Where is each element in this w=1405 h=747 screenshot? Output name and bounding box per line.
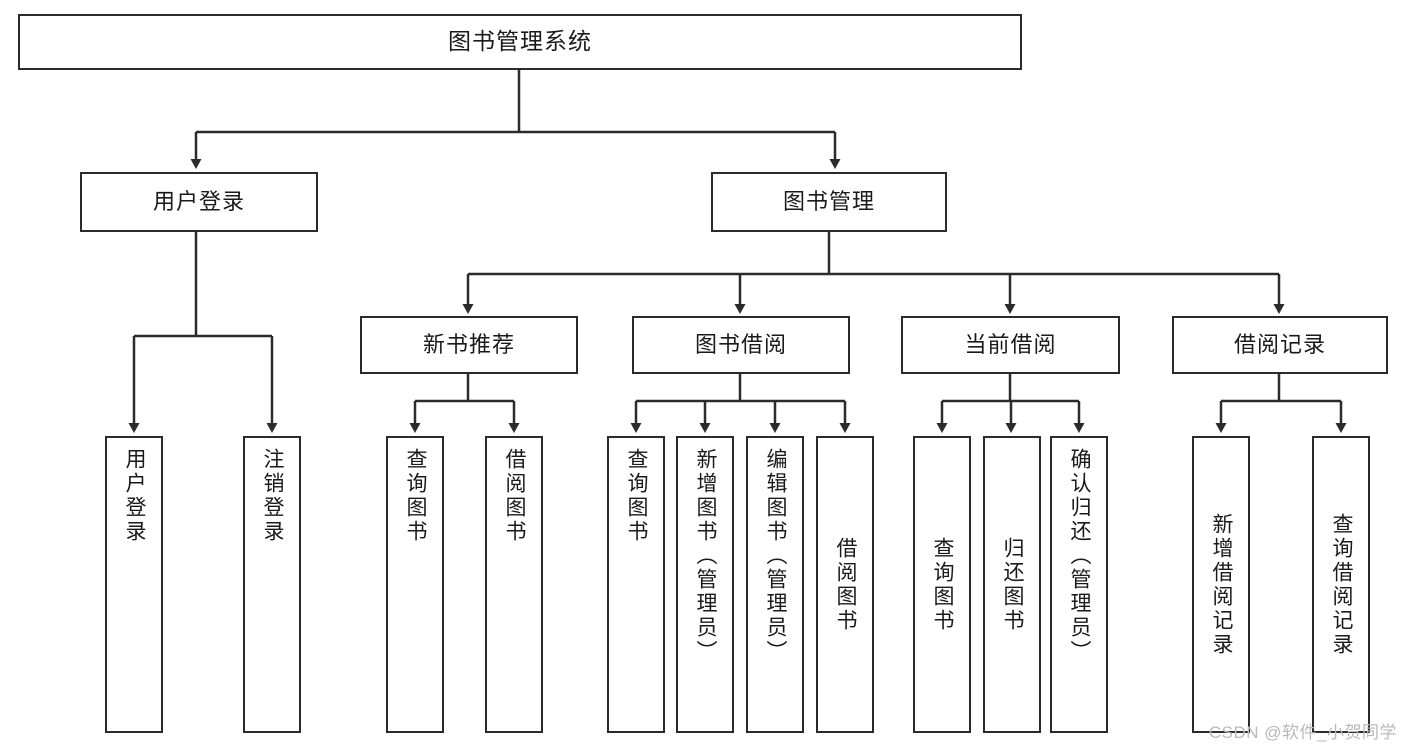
watermark-text: CSDN @软件_小贺同学 bbox=[1208, 723, 1397, 742]
leaf-borrow-record-add-record[interactable]: 新增借阅记录 bbox=[1192, 436, 1250, 733]
leaf-new-book-borrow-book[interactable]: 借阅图书 bbox=[485, 436, 543, 733]
node-new-book-recommend[interactable]: 新书推荐 bbox=[360, 316, 578, 374]
node-current-borrow[interactable]: 当前借阅 bbox=[901, 316, 1120, 374]
node-label: 图书管理 bbox=[782, 188, 875, 214]
node-book-borrow[interactable]: 图书借阅 bbox=[632, 316, 850, 374]
node-label: 用户登录 bbox=[123, 448, 147, 544]
leaf-book-borrow-add-book-admin[interactable]: 新增图书（管理员） bbox=[676, 436, 734, 733]
node-label: 图书管理系统 bbox=[448, 28, 592, 55]
leaf-book-borrow-edit-book-admin[interactable]: 编辑图书（管理员） bbox=[746, 436, 804, 733]
node-label: 图书借阅 bbox=[694, 331, 787, 357]
node-label: 当前借阅 bbox=[964, 331, 1057, 357]
node-label: 新增图书（管理员） bbox=[694, 448, 718, 664]
node-label: 归还图书 bbox=[1001, 536, 1025, 633]
node-user-login[interactable]: 用户登录 bbox=[80, 172, 318, 232]
node-label: 查询图书 bbox=[931, 536, 955, 633]
leaf-user-login-logout[interactable]: 注销登录 bbox=[243, 436, 301, 733]
leaf-current-borrow-return-book[interactable]: 归还图书 bbox=[983, 436, 1041, 733]
node-label: 新书推荐 bbox=[422, 331, 515, 357]
leaf-book-borrow-borrow-book[interactable]: 借阅图书 bbox=[816, 436, 874, 733]
node-root-book-management-system[interactable]: 图书管理系统 bbox=[18, 14, 1022, 70]
node-label: 注销登录 bbox=[261, 448, 285, 544]
node-book-management[interactable]: 图书管理 bbox=[711, 172, 947, 232]
node-borrow-record[interactable]: 借阅记录 bbox=[1172, 316, 1388, 374]
leaf-current-borrow-query-book[interactable]: 查询图书 bbox=[913, 436, 971, 733]
node-label: 新增借阅记录 bbox=[1210, 512, 1234, 657]
node-label: 用户登录 bbox=[152, 188, 245, 214]
leaf-book-borrow-query-book[interactable]: 查询图书 bbox=[607, 436, 665, 733]
leaf-current-borrow-confirm-return-admin[interactable]: 确认归还（管理员） bbox=[1050, 436, 1108, 733]
leaf-new-book-query-book[interactable]: 查询图书 bbox=[386, 436, 444, 733]
node-label: 借阅记录 bbox=[1233, 331, 1326, 357]
node-label: 查询图书 bbox=[625, 448, 649, 544]
node-label: 查询借阅记录 bbox=[1330, 512, 1354, 657]
node-label: 借阅图书 bbox=[834, 536, 858, 633]
leaf-user-login-login[interactable]: 用户登录 bbox=[105, 436, 163, 733]
node-label: 编辑图书（管理员） bbox=[764, 448, 788, 664]
node-label: 借阅图书 bbox=[503, 448, 527, 544]
node-label: 确认归还（管理员） bbox=[1068, 448, 1092, 664]
leaf-borrow-record-query-record[interactable]: 查询借阅记录 bbox=[1312, 436, 1370, 733]
node-label: 查询图书 bbox=[404, 448, 428, 544]
